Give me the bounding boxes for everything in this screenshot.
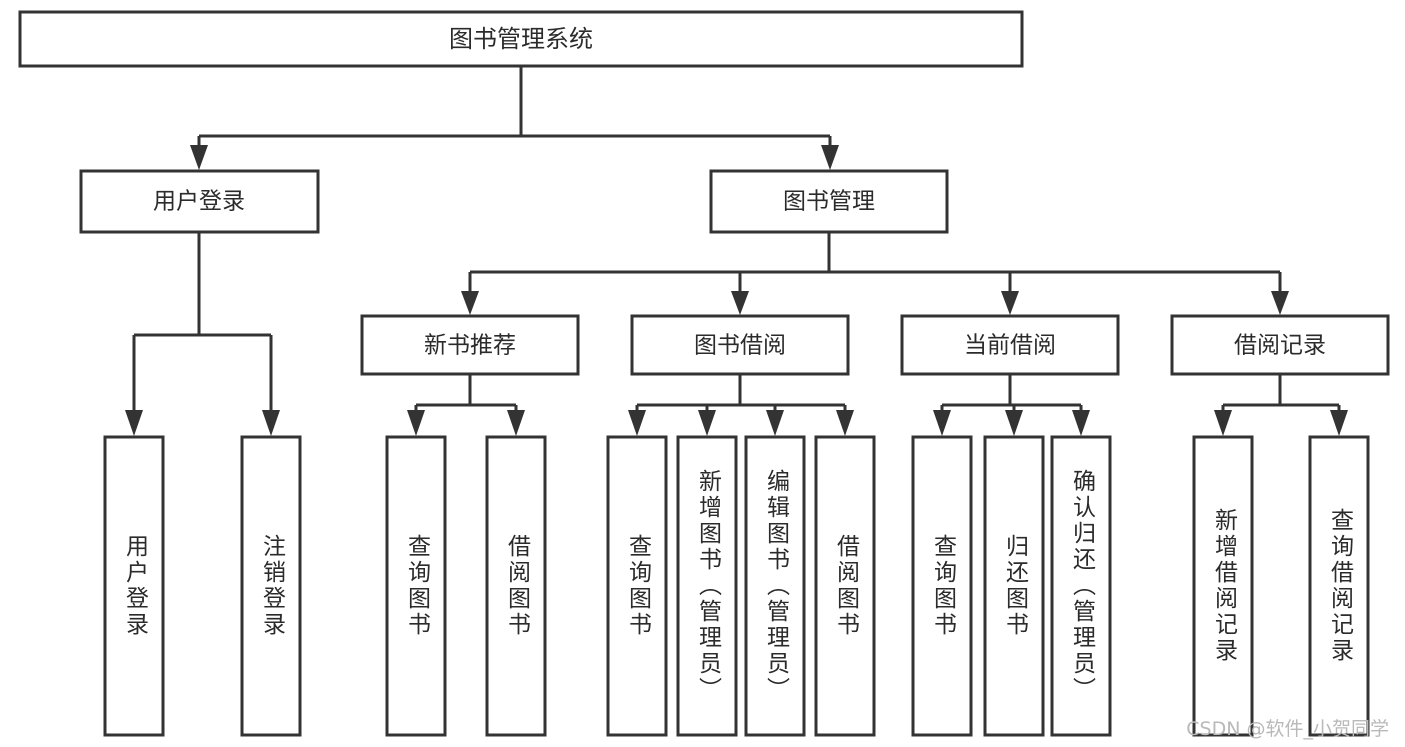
node-user-login-label: 用户登录 xyxy=(153,189,245,215)
node-leaf-logout-box[interactable] xyxy=(240,435,302,737)
node-root-label: 图书管理系统 xyxy=(449,25,593,53)
arrowhead-leaf-query-book-1 xyxy=(407,410,425,436)
node-leaf-return-book-box[interactable] xyxy=(983,435,1045,737)
node-user-login[interactable]: 用户登录 xyxy=(79,169,320,234)
node-book-manage-box[interactable] xyxy=(709,169,949,234)
node-new-book-rec-label: 新书推荐 xyxy=(424,333,516,359)
arrowhead-leaf-user-login xyxy=(125,410,143,436)
node-leaf-query-book-2-box[interactable] xyxy=(606,435,668,737)
node-current-borrow-box[interactable] xyxy=(900,314,1120,376)
node-leaf-borrow-book-2-box[interactable] xyxy=(814,435,876,737)
arrowhead-leaf-borrow-book-2 xyxy=(836,410,854,436)
node-borrow-record-label: 借阅记录 xyxy=(1234,333,1326,359)
arrowhead-leaf-borrow-book-1 xyxy=(507,410,525,436)
node-book-manage-label: 图书管理 xyxy=(783,189,875,215)
node-user-login-box[interactable] xyxy=(79,169,320,234)
arrowhead-leaf-return-book xyxy=(1005,410,1023,436)
watermark-text: CSDN @软件_小贺同学 xyxy=(1186,718,1389,740)
arrowhead-book-borrow xyxy=(731,291,749,315)
node-leaf-user-login-box[interactable] xyxy=(103,435,165,737)
node-root-box[interactable] xyxy=(18,10,1024,68)
node-book-borrow[interactable]: 图书借阅 xyxy=(630,314,850,376)
arrowhead-leaf-confirm-return xyxy=(1072,410,1090,436)
node-leaf-add-record-box[interactable] xyxy=(1192,435,1254,737)
arrowhead-leaf-query-record xyxy=(1330,410,1348,436)
connector-layer xyxy=(125,66,1348,436)
leaf-boxes-layer xyxy=(103,435,1370,737)
arrowhead-leaf-add-record xyxy=(1214,410,1232,436)
arrowhead-leaf-add-book xyxy=(698,410,716,436)
node-root[interactable]: 图书管理系统 xyxy=(18,10,1024,68)
arrowhead-book-manage xyxy=(821,145,839,170)
arrowhead-leaf-query-book-2 xyxy=(628,410,646,436)
node-leaf-confirm-return-box[interactable] xyxy=(1050,435,1112,737)
node-leaf-query-book-3-box[interactable] xyxy=(911,435,973,737)
node-leaf-borrow-book-1-box[interactable] xyxy=(485,435,547,737)
arrowhead-borrow-record xyxy=(1271,291,1289,315)
arrowhead-new-book-rec xyxy=(461,291,479,315)
arrowhead-current-borrow xyxy=(1001,291,1019,315)
node-book-manage[interactable]: 图书管理 xyxy=(709,169,949,234)
node-new-book-rec[interactable]: 新书推荐 xyxy=(360,314,580,376)
arrowhead-user-login xyxy=(190,145,208,170)
node-leaf-edit-book-box[interactable] xyxy=(744,435,806,737)
node-book-borrow-label: 图书借阅 xyxy=(694,333,786,359)
node-new-book-rec-box[interactable] xyxy=(360,314,580,376)
arrowhead-leaf-edit-book xyxy=(766,410,784,436)
node-leaf-query-book-1-box[interactable] xyxy=(385,435,447,737)
node-borrow-record[interactable]: 借阅记录 xyxy=(1170,314,1390,376)
node-leaf-query-record-box[interactable] xyxy=(1308,435,1370,737)
node-current-borrow[interactable]: 当前借阅 xyxy=(900,314,1120,376)
node-current-borrow-label: 当前借阅 xyxy=(964,333,1056,359)
arrowhead-leaf-logout xyxy=(262,410,280,436)
node-leaf-add-book-box[interactable] xyxy=(676,435,738,737)
node-book-borrow-box[interactable] xyxy=(630,314,850,376)
arrowhead-leaf-query-book-3 xyxy=(933,410,951,436)
node-borrow-record-box[interactable] xyxy=(1170,314,1390,376)
